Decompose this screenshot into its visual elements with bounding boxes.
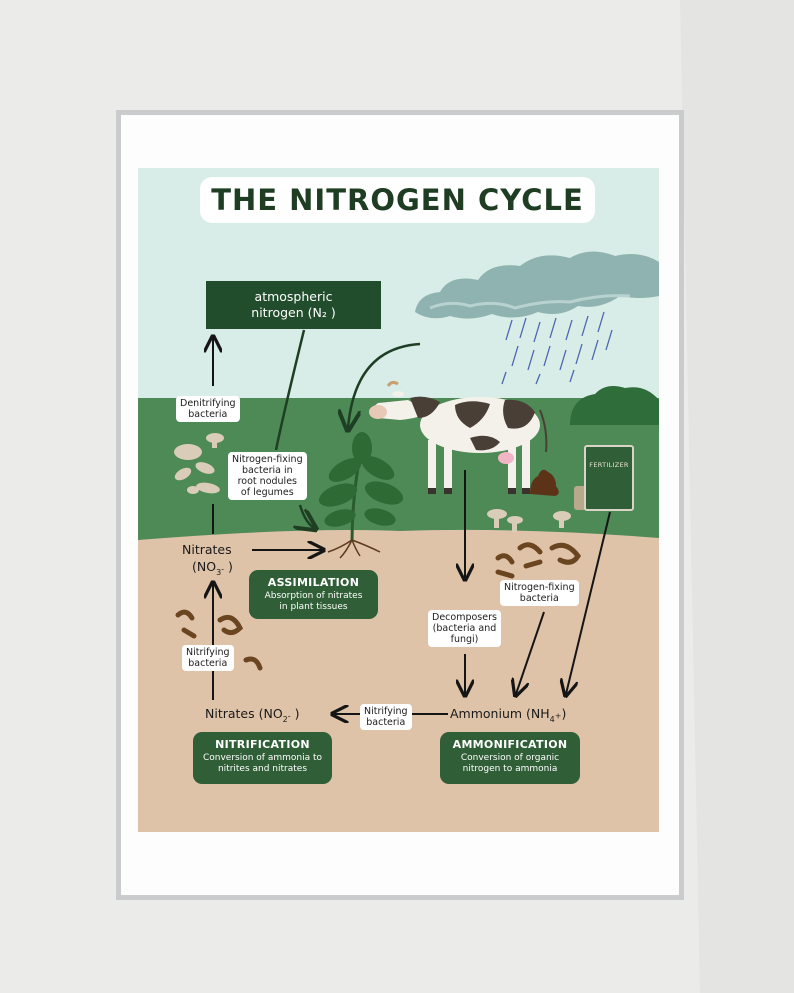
label-nitrifying-bacteria-bottom: Nitrifying bacteria: [360, 704, 412, 730]
label-nitrogen-fixing-legumes: Nitrogen-fixing bacteria in root nodules…: [228, 452, 307, 500]
cow: [369, 380, 548, 494]
mushrooms: [206, 433, 571, 532]
assimilation-desc: Absorption of nitrates in plant tissues: [264, 591, 363, 612]
assimilation-box: ASSIMILATION Absorption of nitrates in p…: [249, 570, 378, 619]
nitrates-no3-name: Nitrates: [182, 542, 232, 557]
fertilizer-label: FERTILIZER: [589, 461, 629, 469]
arrow-fixation-line: [274, 329, 306, 451]
plant: [318, 432, 404, 559]
wall-shadow: [680, 0, 794, 993]
ammonium-nh4: Ammonium (NH4+): [450, 706, 567, 724]
poster-title: THE NITROGEN CYCLE: [200, 177, 595, 223]
arrow-fixing-to-ammonium: [516, 611, 545, 694]
label-nitrogen-fixing-soil: Nitrogen-fixing bacteria: [500, 580, 579, 606]
arrow-fixation-end: [300, 504, 314, 528]
fertilizer-bag: FERTILIZER: [584, 445, 634, 511]
soil-bacteria: [175, 542, 582, 671]
ammonification-box: AMMONIFICATION Conversion of organic nit…: [440, 732, 580, 784]
nitrification-box: NITRIFICATION Conversion of ammonia to n…: [193, 732, 332, 784]
rain-cloud: [415, 251, 659, 385]
nitrification-title: NITRIFICATION: [215, 738, 310, 751]
ammonification-desc: Conversion of organic nitrogen to ammoni…: [460, 753, 560, 774]
nitrification-desc: Conversion of ammonia to nitrites and ni…: [202, 753, 323, 774]
ammonification-title: AMMONIFICATION: [452, 738, 568, 751]
label-decomposers: Decomposers (bacteria and fungi): [428, 610, 501, 647]
atmospheric-line2: nitrogen (N₂ ): [251, 305, 336, 320]
bacteria-cluster: [174, 444, 220, 494]
manure: [530, 469, 559, 496]
nitrates-no3-formula: (NO3- ): [192, 559, 233, 577]
arrow-atmosphere-to-plant: [348, 342, 421, 428]
atmospheric-nitrogen-box: atmospheric nitrogen (N₂ ): [206, 281, 381, 329]
arrow-fertilizer-to-ammonium: [566, 511, 611, 694]
label-denitrifying-bacteria: Denitrifying bacteria: [176, 396, 240, 422]
assimilation-title: ASSIMILATION: [267, 576, 360, 589]
nitrates-no2: Nitrates (NO2- ): [205, 706, 300, 724]
atmospheric-line1: atmospheric: [254, 289, 333, 304]
label-nitrifying-bacteria-left: Nitrifying bacteria: [182, 645, 234, 671]
bush: [570, 386, 659, 425]
